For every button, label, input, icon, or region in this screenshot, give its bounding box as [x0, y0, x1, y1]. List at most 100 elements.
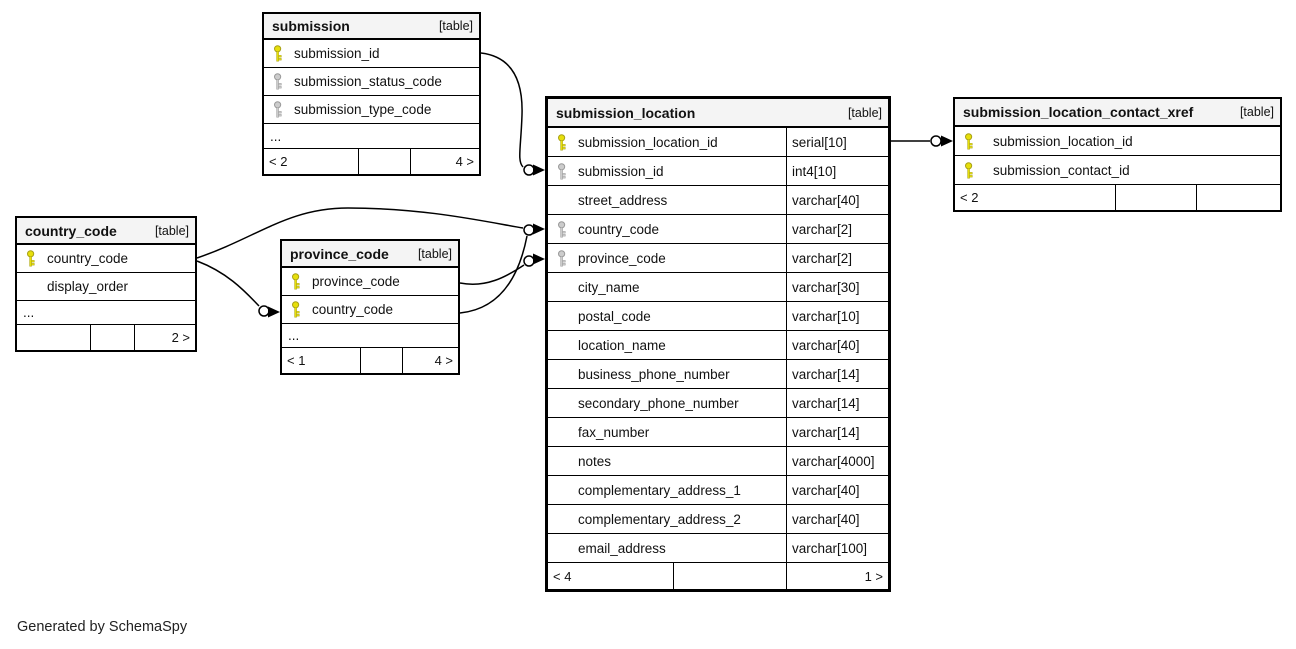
column-row[interactable]: submission_contact_id: [955, 156, 1280, 185]
table-title[interactable]: submission_location: [556, 104, 696, 121]
key-icon: [273, 45, 286, 62]
key-icon: [557, 540, 570, 557]
column-row[interactable]: complementary_address_1 varchar[40]: [548, 476, 888, 505]
column-row[interactable]: notes varchar[4000]: [548, 447, 888, 476]
column-row[interactable]: country_code: [17, 245, 195, 273]
column-row[interactable]: complementary_address_2 varchar[40]: [548, 505, 888, 534]
table-title[interactable]: submission: [272, 18, 350, 34]
column-row[interactable]: secondary_phone_number varchar[14]: [548, 389, 888, 418]
column-type: varchar[40]: [786, 476, 888, 504]
table-submission-location[interactable]: submission_location [table] submission_l…: [545, 96, 891, 592]
edge-country-to-province: [196, 260, 280, 318]
edge-submission-to-location: [480, 52, 545, 176]
column-name: country_code: [578, 221, 660, 237]
column-name: submission_contact_id: [993, 162, 1130, 178]
column-row[interactable]: display_order: [17, 273, 195, 301]
table-province-code[interactable]: province_code [table] province_code coun…: [280, 239, 460, 375]
column-type: varchar[100]: [786, 534, 888, 562]
key-icon: [273, 101, 286, 118]
column-name: complementary_address_1: [578, 482, 741, 498]
column-type: varchar[14]: [786, 389, 888, 417]
column-row[interactable]: submission_id int4[10]: [548, 157, 888, 186]
table-tag: [table]: [847, 105, 882, 120]
table-submission[interactable]: submission [table] submission_id submiss…: [262, 12, 481, 176]
column-type: varchar[2]: [786, 244, 888, 272]
column-type: varchar[40]: [786, 505, 888, 533]
column-row[interactable]: location_name varchar[40]: [548, 331, 888, 360]
key-icon: [557, 424, 570, 441]
footer-left-count: < 1: [282, 348, 361, 373]
key-icon: [964, 161, 977, 179]
column-type: int4[10]: [786, 157, 888, 185]
table-title[interactable]: submission_location_contact_xref: [963, 104, 1194, 120]
column-type: varchar[4000]: [786, 447, 888, 475]
footer-left-count: < 4: [548, 563, 674, 589]
column-type: varchar[40]: [786, 186, 888, 214]
table-header[interactable]: submission_location_contact_xref [table]: [955, 99, 1280, 127]
key-icon: [557, 366, 570, 383]
column-name: province_code: [578, 250, 666, 266]
table-submission-location-contact-xref[interactable]: submission_location_contact_xref [table]…: [953, 97, 1282, 212]
key-icon: [557, 279, 570, 296]
column-row[interactable]: submission_id: [264, 40, 479, 68]
table-footer: < 2: [955, 185, 1280, 210]
column-row[interactable]: fax_number varchar[14]: [548, 418, 888, 447]
column-row[interactable]: province_code varchar[2]: [548, 244, 888, 273]
footer-mid: [674, 563, 787, 589]
table-header[interactable]: province_code [table]: [282, 241, 458, 268]
table-title[interactable]: province_code: [290, 245, 389, 262]
column-row[interactable]: submission_location_id serial[10]: [548, 128, 888, 157]
column-row[interactable]: city_name varchar[30]: [548, 273, 888, 302]
column-row[interactable]: submission_type_code: [264, 96, 479, 124]
table-country-code[interactable]: country_code [table] country_code displa…: [15, 216, 197, 352]
footer-left-count: < 2: [955, 185, 1116, 210]
footer-left-count: [17, 325, 91, 350]
column-row[interactable]: submission_location_id: [955, 127, 1280, 156]
ellipsis-row: ...: [17, 301, 195, 325]
edge-location-to-xref: [891, 135, 953, 147]
table-title[interactable]: country_code: [25, 222, 117, 239]
column-row[interactable]: postal_code varchar[10]: [548, 302, 888, 331]
column-type: varchar[14]: [786, 360, 888, 388]
column-type: varchar[2]: [786, 215, 888, 243]
column-name: province_code: [312, 274, 400, 289]
footer-right-count: 4 >: [455, 154, 474, 169]
column-name: email_address: [578, 540, 666, 556]
key-icon: [557, 249, 570, 267]
column-row[interactable]: street_address varchar[40]: [548, 186, 888, 215]
column-name: display_order: [47, 279, 129, 294]
column-row[interactable]: country_code: [282, 296, 458, 324]
key-icon: [291, 273, 304, 290]
column-name: submission_id: [578, 163, 664, 179]
column-row[interactable]: email_address varchar[100]: [548, 534, 888, 563]
column-row[interactable]: country_code varchar[2]: [548, 215, 888, 244]
column-row[interactable]: business_phone_number varchar[14]: [548, 360, 888, 389]
column-name: location_name: [578, 337, 666, 353]
key-icon: [557, 482, 570, 499]
table-header[interactable]: country_code [table]: [17, 218, 195, 245]
column-type: varchar[30]: [786, 273, 888, 301]
footer-right-count: [1197, 185, 1280, 210]
table-tag: [table]: [417, 246, 452, 261]
table-footer: < 1 4 >: [282, 348, 458, 373]
column-name: submission_id: [294, 46, 380, 61]
key-icon: [557, 337, 570, 354]
column-row[interactable]: province_code: [282, 268, 458, 296]
key-icon: [557, 453, 570, 470]
table-tag: [table]: [438, 19, 473, 33]
footer-mid: [361, 348, 403, 373]
column-name: country_code: [312, 302, 394, 317]
column-name: business_phone_number: [578, 366, 730, 382]
edge-province-country-to-location-country: [459, 235, 528, 314]
table-header[interactable]: submission [table]: [264, 14, 479, 40]
column-row[interactable]: submission_status_code: [264, 68, 479, 96]
column-name: secondary_phone_number: [578, 395, 739, 411]
table-header[interactable]: submission_location [table]: [548, 99, 888, 128]
column-name: country_code: [47, 251, 129, 266]
ellipsis-row: ...: [282, 324, 458, 348]
column-name: street_address: [578, 192, 668, 208]
ellipsis-row: ...: [264, 124, 479, 149]
footer-mid: [91, 325, 135, 350]
key-icon: [557, 162, 570, 180]
key-icon: [26, 278, 39, 295]
